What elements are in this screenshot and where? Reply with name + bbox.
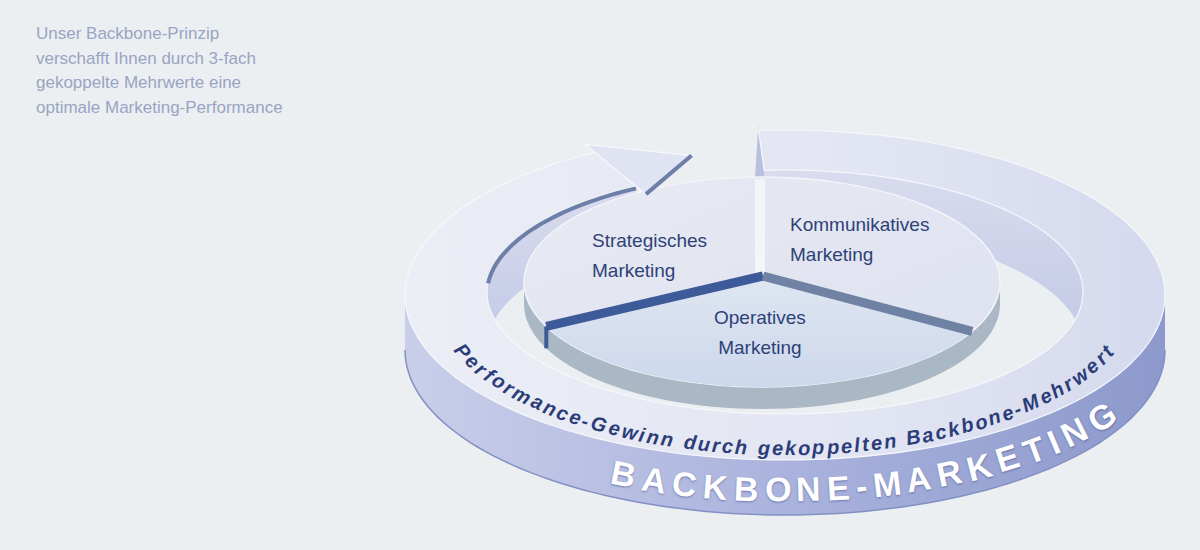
operative-sector [546,276,972,387]
sector-label: Kommunikatives Marketing [790,210,929,270]
arrowhead-edge [646,156,692,195]
disk-top [524,177,1000,387]
marketing-sector: Operatives Marketing [712,301,812,365]
arc-letter: M [870,462,903,506]
arc-letter: K [701,466,729,509]
sector-label: Strategisches Marketing [592,226,707,286]
arc-letter: C [670,462,699,506]
arc-letter: N [796,469,822,511]
arc-letter: h [735,434,749,459]
arc-letter: A [639,458,670,502]
ring-side [405,295,1165,515]
arc-letter: e [772,436,783,460]
intro-note: Unser Backbone-Prinzip verschafft Ihnen … [36,22,286,120]
ring-arrowhead [585,144,692,194]
arc-letter: c [721,434,734,459]
marketing-sector: Kommunikatives Marketing [788,208,936,272]
sector-gap [755,179,765,276]
arc-letter: p [826,434,840,459]
sector-divider-edge [544,326,548,348]
backbone-ring: Performance-Gewinn durch gekoppelten Bac… [395,20,1185,530]
arc-letter: E [826,467,851,509]
sector-label: Operatives Marketing [714,303,806,363]
arc-letter: o [798,436,811,460]
arc-letter: O [764,469,791,510]
arc-letter: g [757,436,770,460]
arc-letter: d [682,429,697,454]
arc-letter: B [733,468,759,510]
ring-top [405,130,1165,460]
marketing-sector: Strategisches Marketing [590,224,714,288]
arc-letter: k [785,436,796,460]
arc-letter: u [697,431,712,456]
arc-letter: p [812,435,825,459]
arc-letter: e [840,433,853,458]
